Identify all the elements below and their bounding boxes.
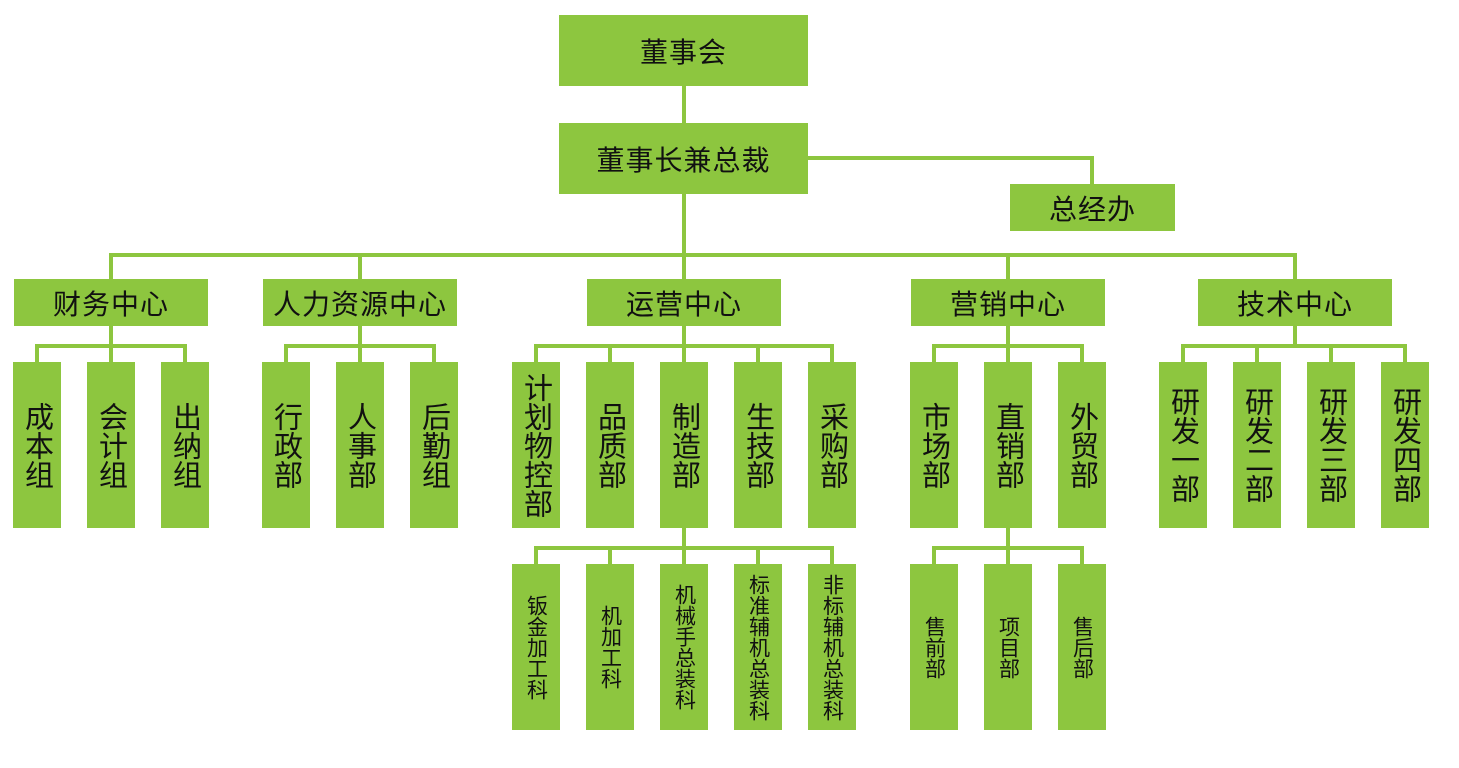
node-hr-center: 人力资源中心: [263, 279, 457, 326]
subunit-aftersales: 售后部: [1058, 564, 1106, 730]
unit-rd-2: 研发二部: [1233, 362, 1281, 528]
subunit-nonstandard-aux-assembly: 非标辅机总装科: [808, 564, 856, 730]
unit-planning-dept: 计划物控部: [512, 362, 560, 528]
node-marketing-center: 营销中心: [911, 279, 1105, 326]
unit-purchasing-dept: 采购部: [808, 362, 856, 528]
unit-rd-4: 研发四部: [1381, 362, 1429, 528]
node-finance-center: 财务中心: [14, 279, 208, 326]
unit-market-dept: 市场部: [910, 362, 958, 528]
unit-foreign-trade-dept: 外贸部: [1058, 362, 1106, 528]
unit-logistics-group: 后勤组: [410, 362, 458, 528]
node-chairman: 董事长兼总裁: [559, 123, 808, 194]
subunit-project: 项目部: [984, 564, 1032, 730]
unit-manufacturing-dept: 制造部: [660, 362, 708, 528]
node-board: 董事会: [559, 15, 808, 86]
subunit-presales: 售前部: [910, 564, 958, 730]
unit-quality-dept: 品质部: [586, 362, 634, 528]
unit-admin-dept: 行政部: [262, 362, 310, 528]
unit-direct-sales-dept: 直销部: [984, 362, 1032, 528]
subunit-robot-assembly: 机械手总装科: [660, 564, 708, 730]
unit-cost-group: 成本组: [13, 362, 61, 528]
unit-rd-1: 研发一部: [1159, 362, 1207, 528]
node-technology-center: 技术中心: [1198, 279, 1392, 326]
node-general-office: 总经办: [1010, 184, 1175, 231]
unit-personnel-dept: 人事部: [336, 362, 384, 528]
subunit-standard-aux-assembly: 标准辅机总装科: [734, 564, 782, 730]
unit-production-tech-dept: 生技部: [734, 362, 782, 528]
subunit-sheet-metal: 钣金加工科: [512, 564, 560, 730]
unit-cashier-group: 出纳组: [161, 362, 209, 528]
unit-accounting-group: 会计组: [87, 362, 135, 528]
node-operations-center: 运营中心: [587, 279, 781, 326]
subunit-machining: 机加工科: [586, 564, 634, 730]
unit-rd-3: 研发三部: [1307, 362, 1355, 528]
